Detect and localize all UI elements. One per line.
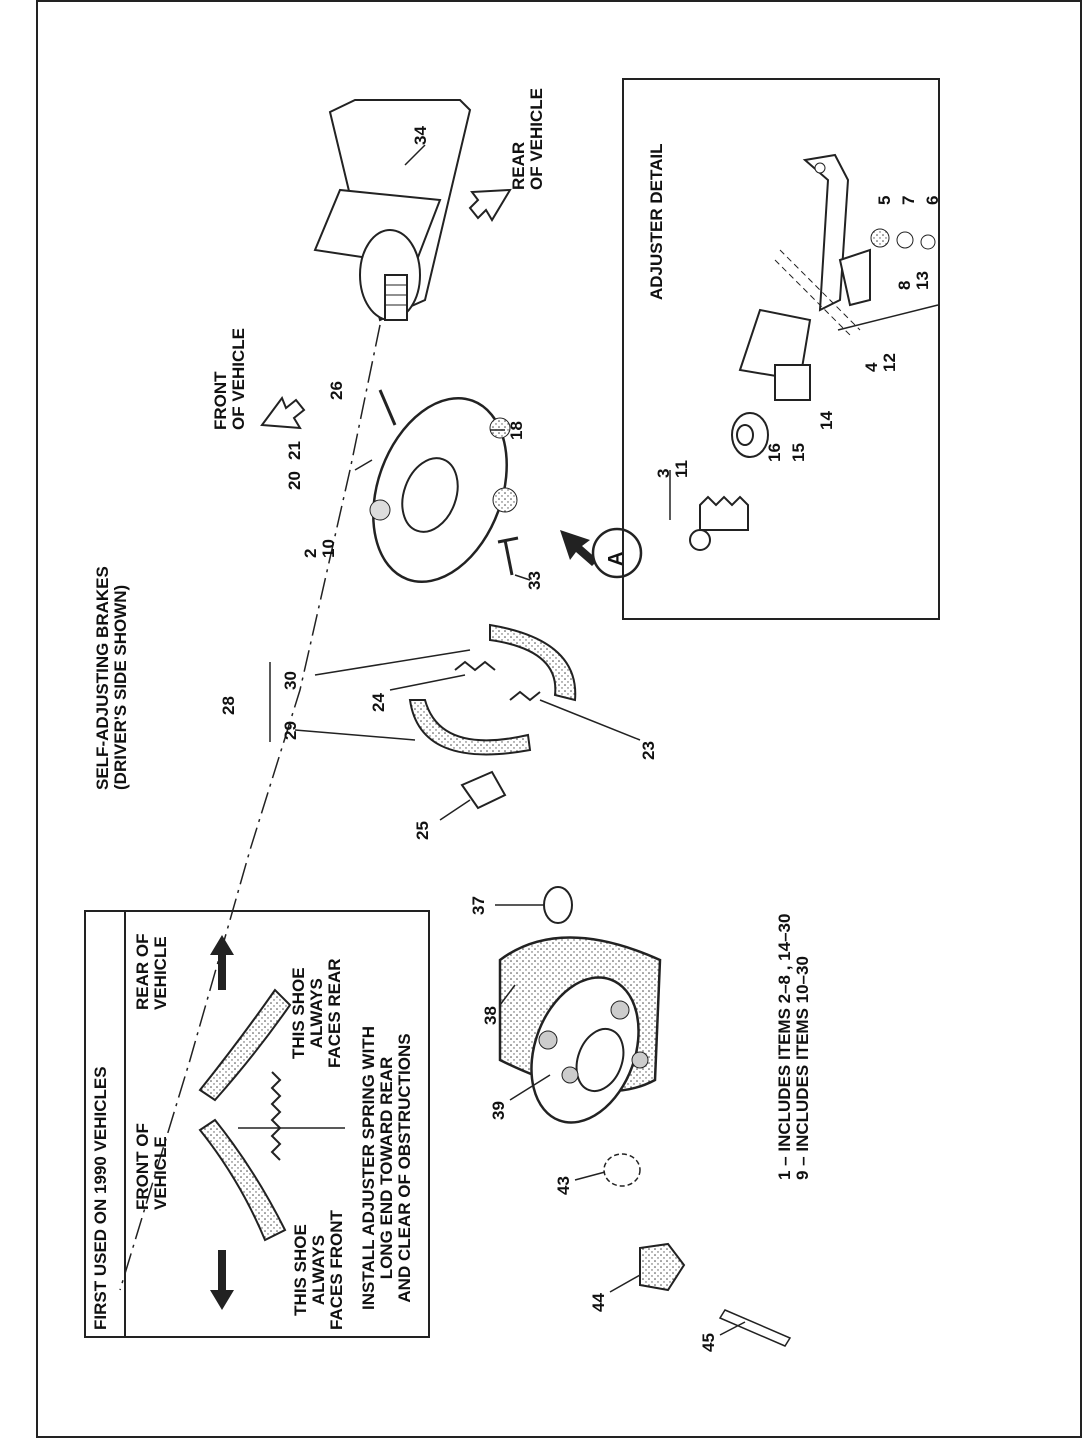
includes-note-1: 1 – INCLUDES ITEMS 2–8 , 14–30: [775, 913, 794, 1180]
detail-label-6: 6: [923, 195, 942, 205]
install-instruction-line1: INSTALL ADJUSTER SPRING WITH: [359, 1026, 378, 1310]
adjuster-detail-box: [622, 78, 940, 620]
detail-label-11: 11: [671, 460, 691, 478]
rear-shoe-note: THIS SHOE ALWAYS FACES REAR: [289, 958, 344, 1068]
part-label-23: 23: [639, 741, 658, 760]
front-shoe-drawing: [198, 1118, 287, 1242]
adjuster-detail-parts: [689, 153, 936, 551]
bolt: [497, 536, 519, 576]
install-instruction: INSTALL ADJUSTER SPRING WITH LONG END TO…: [359, 1026, 414, 1310]
rear-arrow: [468, 188, 512, 222]
inset-rear-label: REAR OF VEHICLE: [133, 933, 170, 1011]
detail-callout-circle: [591, 527, 643, 579]
inset-box: [84, 910, 430, 1338]
part-label-33: 33: [525, 571, 544, 590]
install-instruction-line2: LONG END TOWARD REAR: [376, 1056, 396, 1280]
rear-direction-arrow: [210, 935, 234, 990]
includes-note-9: 9 – INCLUDES ITEMS 10–30: [792, 956, 812, 1180]
part-label-25: 25: [413, 821, 432, 840]
diagram-frame: [36, 0, 1082, 1438]
part-label-21: 21: [285, 441, 304, 460]
detail-arrow: [560, 530, 598, 566]
castle-nut: [639, 1242, 686, 1292]
rear-shoe-note-line2: ALWAYS: [306, 978, 326, 1049]
includes-notes: 1 – INCLUDES ITEMS 2–8 , 14–30 9 – INCLU…: [775, 913, 812, 1180]
backing-plate: [369, 396, 518, 584]
part-label-10: 10: [318, 539, 338, 558]
part-label-20: 20: [285, 471, 304, 490]
inset-front-label-line1: FRONT OF: [133, 1123, 152, 1210]
part-label-18: 18: [507, 421, 526, 440]
front-arrow: [260, 395, 306, 430]
rear-shoe-note-line3: FACES REAR: [324, 958, 344, 1068]
part-label-26: 26: [327, 381, 346, 400]
part-label-30: 30: [281, 671, 300, 690]
detail-label-14: 14: [817, 411, 836, 430]
part-label-37: 37: [469, 896, 488, 915]
detail-label-3: 3: [654, 468, 673, 478]
detail-label-4: 4: [862, 362, 881, 372]
detail-label-12: 12: [879, 353, 899, 372]
washer: [603, 1153, 641, 1187]
front-shoe-note-line1: THIS SHOE: [291, 1224, 310, 1316]
front-direction-arrow: [210, 1250, 234, 1310]
inset-rear-label-line1: REAR OF: [133, 933, 152, 1011]
part-label-24: 24: [369, 693, 388, 712]
axle-centerline: [119, 179, 411, 1291]
front-shoe-note-line3: FACES FRONT: [326, 1210, 346, 1330]
brake-shoes: [408, 623, 577, 756]
part-label-2-10: 2 10: [301, 539, 338, 558]
part-label-28: 28: [219, 696, 238, 715]
cotter-pin: [718, 1309, 792, 1347]
front-shoe-note-line2: ALWAYS: [308, 1234, 328, 1306]
part-label-38: 38: [481, 1006, 500, 1025]
detail-label-5: 5: [875, 195, 894, 205]
part-label-44: 44: [589, 1293, 608, 1312]
rear-shoe-drawing: [198, 988, 292, 1102]
axle-tube: [313, 99, 472, 322]
front-shoe-note: THIS SHOE ALWAYS FACES FRONT: [291, 1210, 346, 1330]
part-label-45: 45: [699, 1333, 718, 1352]
part-label-34: 34: [411, 126, 430, 145]
hold-down-pin: [378, 389, 397, 426]
brake-drum: [498, 936, 662, 1124]
adjuster-spring-drawing: [270, 1071, 282, 1161]
install-instruction-line3: AND CLEAR OF OBSTRUCTIONS: [394, 1033, 414, 1303]
detail-label-8: 8: [895, 280, 914, 290]
inset-front-label: FRONT OF VEHICLE: [133, 1123, 170, 1210]
detail-label-4-12: 4 12: [862, 353, 899, 372]
part-label-39: 39: [489, 1101, 508, 1120]
part-label-43: 43: [554, 1176, 573, 1195]
leader-lines: [269, 144, 939, 1336]
adjuster-link: [460, 770, 507, 810]
detail-label-16: 16: [765, 443, 784, 462]
detail-label-7: 7: [899, 195, 918, 205]
detail-label-13: 13: [913, 271, 932, 290]
part-label-29: 29: [281, 721, 300, 740]
detail-label-3-11: 3 11: [654, 460, 691, 478]
part-label-2: 2: [301, 548, 320, 558]
rear-shoe-note-line1: THIS SHOE: [289, 967, 308, 1060]
detail-label-15: 15: [789, 443, 808, 462]
inset-rear-label-line2: VEHICLE: [150, 936, 170, 1010]
inset-front-label-line2: VEHICLE: [150, 1136, 170, 1210]
inset-heading: FIRST USED ON 1990 VEHICLES: [91, 1066, 110, 1330]
